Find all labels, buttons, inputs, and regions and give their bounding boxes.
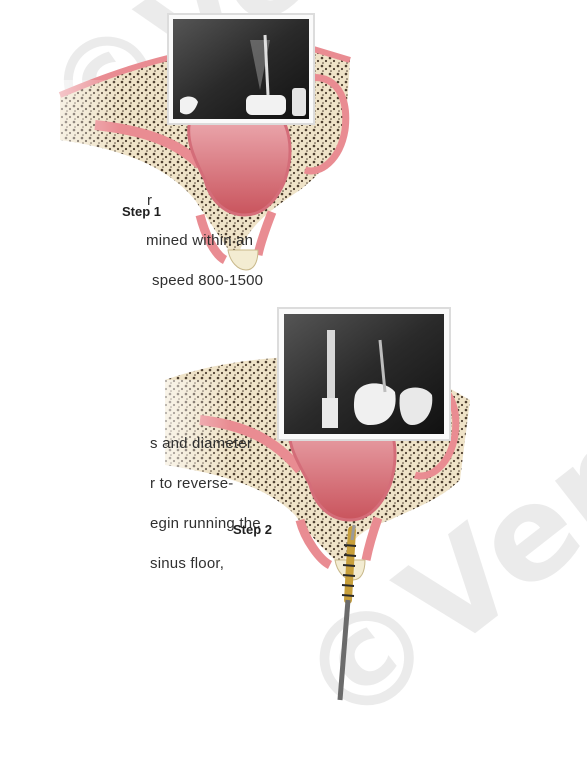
text-line-4: s and diameter bbox=[150, 435, 252, 452]
step2-label: Step 2 bbox=[233, 522, 272, 537]
step2-xray bbox=[278, 308, 450, 440]
text-line-5: r to reverse- bbox=[150, 475, 233, 492]
illustration-stage: ©Versah ©Versah bbox=[0, 0, 587, 705]
step1-label: Step 1 bbox=[122, 204, 161, 219]
step1-xray bbox=[168, 14, 314, 124]
step1-illustration bbox=[0, 0, 587, 705]
text-line-2: mined within an bbox=[146, 232, 253, 249]
text-line-7: sinus floor, bbox=[150, 555, 224, 572]
text-line-3: speed 800-1500 bbox=[152, 272, 263, 289]
